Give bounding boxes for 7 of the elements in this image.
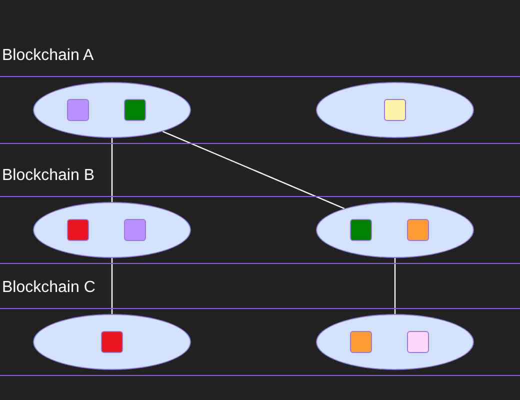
connector-line [111, 258, 113, 314]
connector-line [162, 130, 345, 210]
lane-label: Blockchain C [2, 278, 96, 298]
lane-label: Blockchain B [2, 166, 94, 186]
lane-label: Blockchain A [2, 46, 94, 66]
connector-line [394, 258, 396, 314]
connector-line [111, 138, 113, 202]
